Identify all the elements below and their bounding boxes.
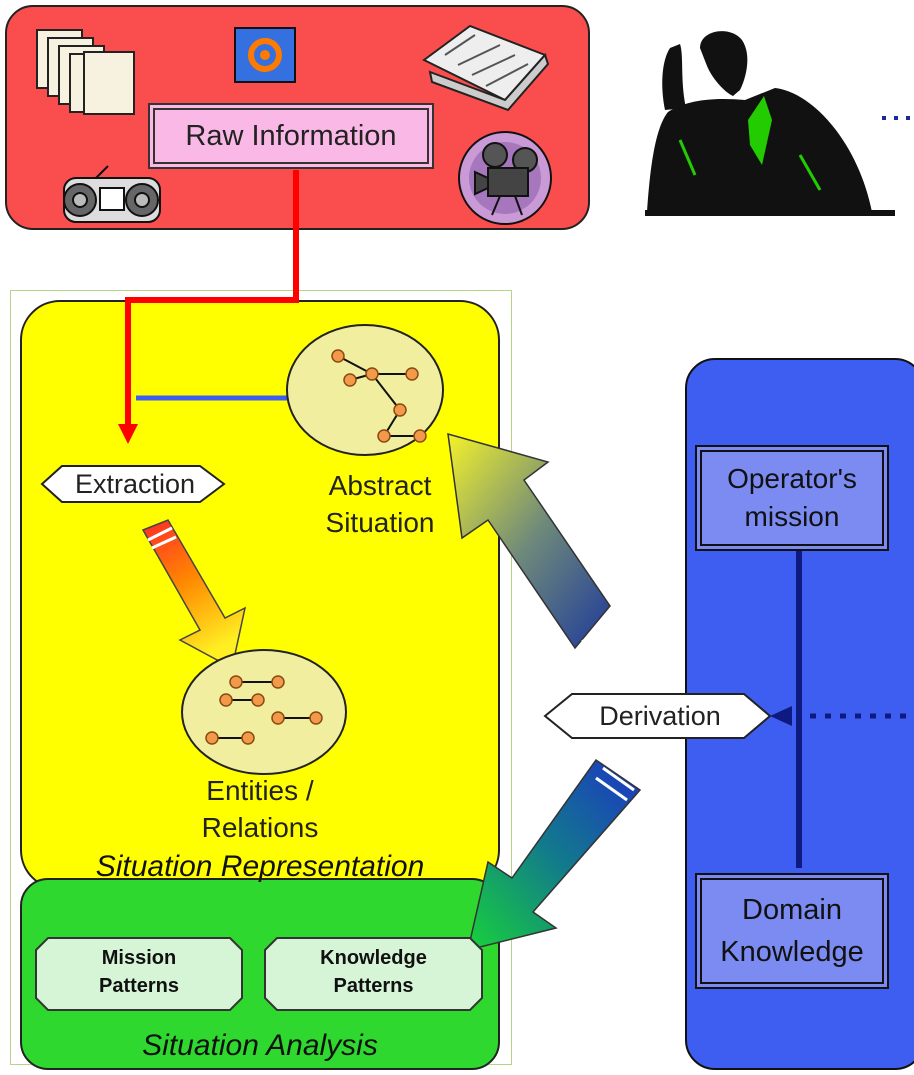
operator-person-icon bbox=[645, 31, 895, 216]
entities-label-line2: Relations bbox=[201, 812, 319, 843]
abstract-label-line2: Situation bbox=[325, 507, 435, 538]
extraction-label: Extraction bbox=[74, 469, 196, 499]
abstract-situation-ellipse bbox=[286, 324, 444, 456]
entities-relations-label: Entities / Relations bbox=[180, 772, 340, 846]
operators-mission-box: Operator's mission bbox=[695, 445, 889, 551]
knowledge-patterns-label: Knowledge Patterns bbox=[265, 944, 482, 1000]
derivation-up-arrow bbox=[447, 432, 623, 654]
abstract-nodes bbox=[331, 349, 427, 443]
raw-flow-line bbox=[125, 170, 299, 425]
operators-mission-line2: mission bbox=[744, 501, 840, 532]
extraction-shape bbox=[40, 465, 226, 503]
knowledge-patterns-line1: Knowledge bbox=[320, 947, 427, 969]
entities-label-line1: Entities / bbox=[206, 775, 314, 806]
entities-ellipse bbox=[181, 649, 347, 775]
newspaper-icon bbox=[422, 24, 550, 112]
mission-patterns-line2: Patterns bbox=[98, 975, 180, 997]
abstract-label-line1: Abstract bbox=[328, 470, 432, 501]
abstract-situation-label: Abstract Situation bbox=[300, 467, 460, 541]
derivation-down-arrow bbox=[466, 758, 642, 952]
knowledge-patterns-box bbox=[264, 937, 483, 1011]
radio-icon bbox=[63, 165, 161, 223]
derivation-arrowhead bbox=[770, 706, 792, 726]
mission-patterns-line1: Mission bbox=[101, 947, 177, 969]
situation-representation-caption: Situation Representation bbox=[95, 850, 425, 883]
domain-knowledge-box: Domain Knowledge bbox=[695, 873, 889, 989]
video-camera-icon bbox=[458, 131, 552, 225]
situation-analysis-caption: Situation Analysis bbox=[142, 1029, 378, 1062]
derivation-label: Derivation bbox=[599, 701, 721, 731]
operators-mission-line1: Operator's bbox=[727, 463, 857, 494]
extraction-arrow bbox=[141, 519, 247, 670]
mission-patterns-label: Mission Patterns bbox=[36, 944, 242, 1000]
raw-flow-arrowhead bbox=[118, 424, 138, 444]
domain-knowledge-line1: Domain bbox=[742, 894, 842, 926]
domain-knowledge-line2: Knowledge bbox=[720, 936, 864, 968]
email-icon bbox=[234, 27, 296, 83]
mission-patterns-box bbox=[35, 937, 243, 1011]
entities-nodes bbox=[205, 675, 323, 745]
raw-information-label: Raw Information bbox=[185, 119, 397, 152]
documents-icon bbox=[36, 29, 135, 115]
knowledge-patterns-line2: Patterns bbox=[333, 975, 414, 997]
raw-information-box: Raw Information bbox=[148, 103, 434, 169]
